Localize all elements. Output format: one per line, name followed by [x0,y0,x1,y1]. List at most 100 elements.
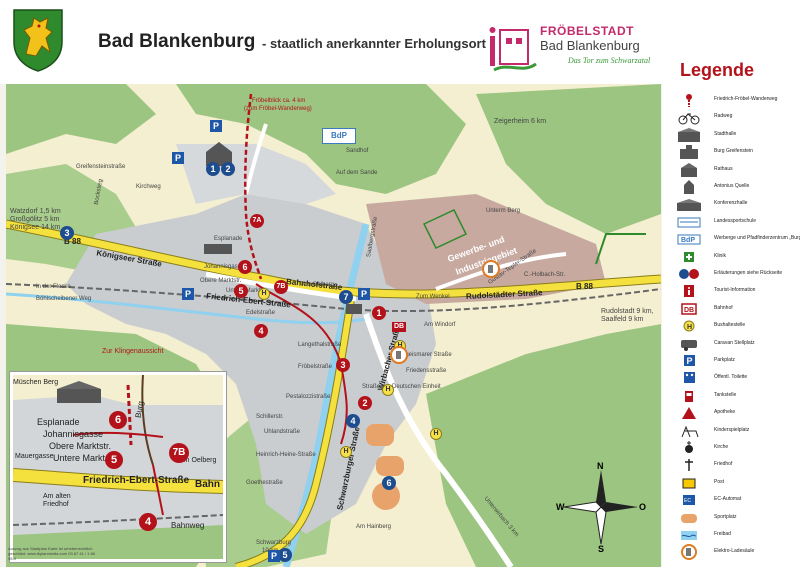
compass-s: S [598,544,604,552]
inset-street-johannisgasse: Johannisgasse [43,429,104,439]
marker-1-centre[interactable]: 1 [372,306,386,320]
rathaus [346,304,362,314]
logo-text-froebelstadt: FRÖBELSTADT [540,24,634,38]
marker-7b[interactable]: 7B [274,280,288,294]
sports-field-icon [676,510,702,526]
legend-item-red-footpath: Friedrich-Fröbel-Wanderweg [662,92,800,110]
legend-item-pharmacy: Apotheke [662,405,800,423]
bdp-logo-icon[interactable]: BdP [322,128,356,144]
marker-4-south[interactable]: 4 [346,414,360,428]
legend-item-label: Tankstelle [714,391,737,398]
map-header: Bad Blankenburg - staatlich anerkannter … [0,0,800,84]
street-friedensstr: Friedensstraße [406,368,447,374]
compass-o: O [639,502,646,512]
marker-6[interactable]: 6 [238,260,252,274]
inset-street-untere-markt: Untere Marktstr. [53,453,118,463]
road-north [244,123,268,195]
pool-icon [676,527,702,543]
direction-froebelblick: Fröbelblick ca. 4 km [252,98,306,104]
marker-2-north[interactable]: 2 [221,162,235,176]
db-station-icon[interactable]: DB [392,322,406,332]
legend-item-label: Stadthalle [714,130,737,137]
church-icon [676,440,702,456]
legend-item-rathaus: Rathaus [662,162,800,180]
parking-icon: P [676,353,702,369]
parking-icon-2[interactable]: P [172,152,184,164]
marker-5[interactable]: 5 [234,284,248,298]
ev-charger-icon[interactable] [482,260,500,278]
clinic-icon [676,249,702,265]
meadow-east [526,284,661,354]
legend-item-conference-hall: Konferenzhalle [662,196,800,214]
legend-item-label: Kinderspielplatz [714,426,750,433]
marker-7[interactable]: 7 [339,290,353,304]
forest-north-east [476,84,661,234]
bus-stop-icon[interactable]: H [258,288,270,300]
marker-7a[interactable]: 7A [250,214,264,228]
inset-marker-7b[interactable]: 7B [169,443,189,463]
marker-5-south[interactable]: 5 [278,548,292,562]
inset-road-bahnhof: Bahn [195,479,220,490]
map-credit: Auszug aus Stadtplan Karte ist urheberre… [8,546,95,561]
old-town-inset[interactable]: Esplanade Johannisgasse Obere Marktstr. … [10,372,226,562]
road-wirbacher [363,313,514,567]
marker-4[interactable]: 4 [254,324,268,338]
marker-3[interactable]: 3 [60,226,74,240]
legend-item-toilet: Öffentl. Toilette [662,370,800,388]
street-hofgeismarer: Hofgeismarer Straße [396,352,452,358]
legend-item-label: Parkplatz [714,357,735,363]
rathaus-icon [676,162,702,178]
legend-item-playground: Kinderspielplatz [662,423,800,441]
legend-item-label: EC-Automat [714,496,742,503]
inset-street-am-oelberg: Am Oelberg [179,457,217,464]
parking-icon-3[interactable]: P [182,288,194,300]
parking-icon-5[interactable]: P [268,550,280,562]
legend-item-sports-field: Sportplatz [662,510,800,528]
legend-item-label: Radweg [714,113,733,120]
street-boehlscheiben: Böhlscheibener Weg [36,296,92,302]
parking-icon-4[interactable]: P [358,288,370,300]
marker-6-south[interactable]: 6 [382,476,396,490]
inset-street-esplanade: Esplanade [37,417,80,427]
legend-item-pool: Freibad [662,527,800,545]
inset-marker-4[interactable]: 4 [139,513,157,531]
bus-stop-icon-4[interactable]: H [430,428,442,440]
legend-item-church: Kirche [662,440,800,458]
stadthalle [204,244,232,254]
cemetery-icon [676,457,702,473]
ev-charger-icon-2[interactable] [390,346,408,364]
stream [6,292,367,325]
marker-3-centre[interactable]: 3 [336,358,350,372]
street-c-holbach: C.-Holbach-Str. [524,272,566,278]
railway [6,283,661,313]
town-hall-icon [676,127,702,143]
legend-item-spring: Antonius Quelle [662,179,800,197]
street-obere-marktstr: Obere Marktstr. [200,278,242,284]
parking-icon[interactable]: P [210,120,222,132]
direction-schwarzburg: Schwarzburg [256,540,292,546]
street-uhland: Uhlandstraße [264,429,301,435]
legend-item-sports-school: Landessportschule [662,214,800,232]
spring-icon [676,179,702,195]
bus-stop-icon-3[interactable]: H [340,446,352,458]
legend-item-castle: Burg Greifenstein [662,144,800,162]
sports-field-3 [372,482,400,510]
legend-item-label: Erläuterungen siehe Rückseite [714,270,783,276]
marker-1-north[interactable]: 1 [206,162,220,176]
bus-stop-icon: H [676,318,702,334]
marker-2-centre[interactable]: 2 [358,396,372,410]
legend-item-caravan: Caravan Stellplatz [662,336,800,354]
road-label-b88-east: B 88 [576,282,593,291]
inset-marker-6[interactable]: 6 [109,411,127,429]
bus-stop-icon-2[interactable]: H [382,384,394,396]
inset-marker-5[interactable]: 5 [105,451,123,469]
fuel-icon [676,388,702,404]
svg-text:EC: EC [684,498,691,504]
legend-item-ev-charger: Elektro-Ladesäule [662,544,800,562]
street-am-hainberg: Am Hainberg [356,524,392,530]
compass-w: W [556,502,565,512]
legend-item-clinic: Klinik [662,249,800,267]
